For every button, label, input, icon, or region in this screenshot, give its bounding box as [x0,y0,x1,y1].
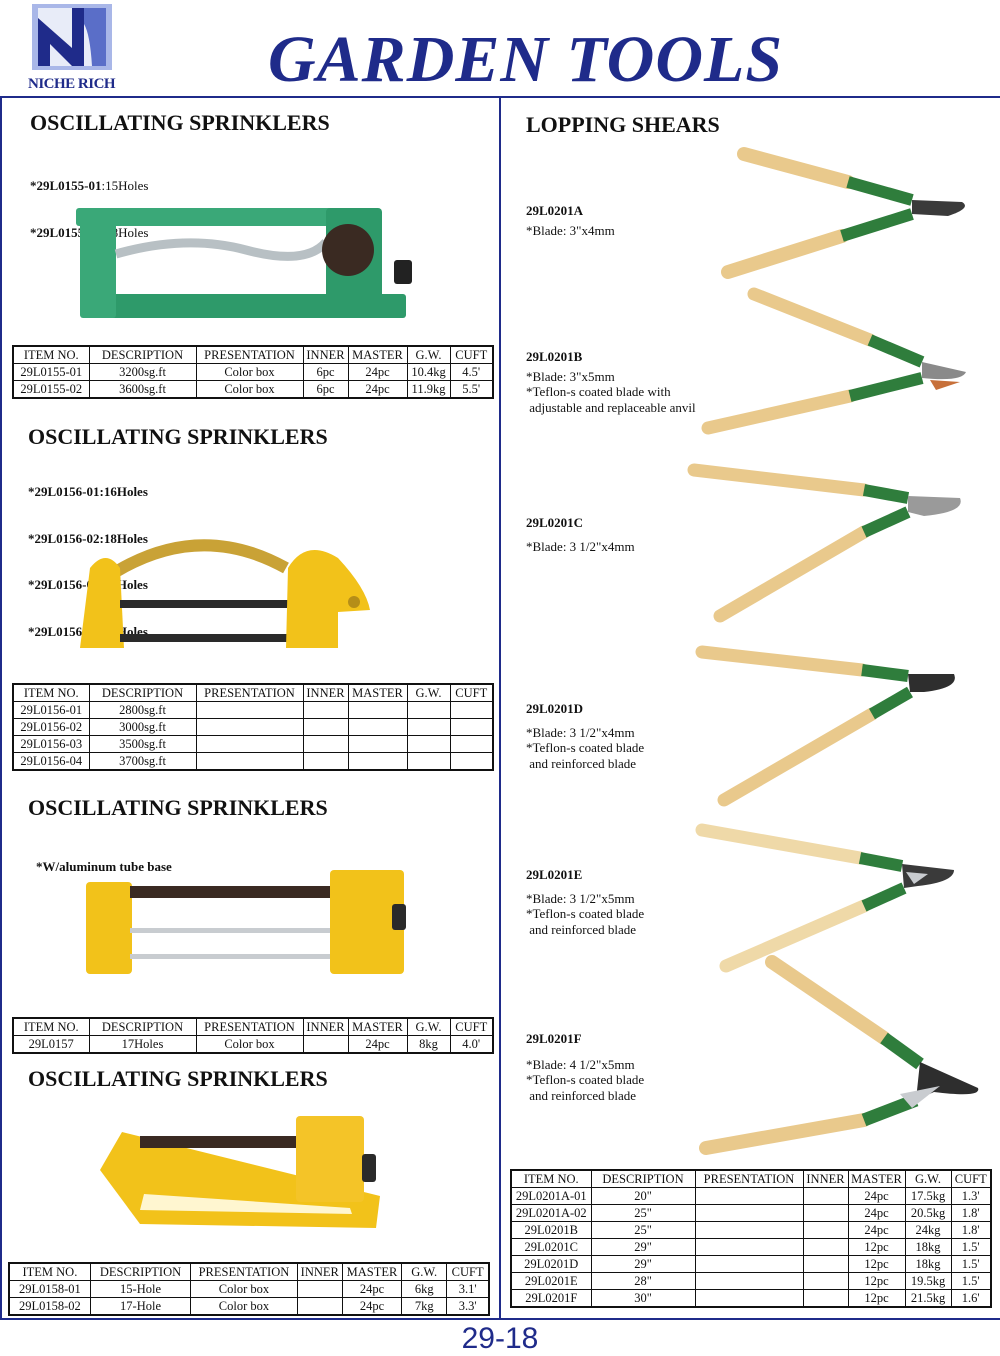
lopping-shear-image-b [701,287,966,435]
frame-bottom-border [0,1318,1000,1320]
yellow-arc-sprinkler-image [80,539,370,648]
section-title-1: OSCILLATING SPRINKLERS [30,110,330,135]
column-divider [499,98,501,1318]
page-title: GARDEN TOOLS [268,23,784,96]
green-sprinkler-image [76,208,412,318]
note-line: *W/aluminum tube base [36,859,172,874]
lopping-shear-image-e [695,823,954,973]
shear-label-b: 29L0201B*Blade: 3"x5mm *Teflon-s coated … [526,349,696,415]
section-notes-3: *W/aluminum tube base [36,828,172,890]
note-line: *29L0155-01:15Holes [30,178,149,193]
shear-label-a: 29L0201A*Blade: 3"x4mm [526,203,615,238]
frame-left-border [0,96,2,1318]
note-line: *29L0156-02:18Holes [28,530,148,546]
section-title-3: OSCILLATING SPRINKLERS [28,795,328,820]
shear-label-e: 29L0201E*Blade: 3 1/2"x5mm *Teflon-s coa… [526,867,645,937]
shear-label-f: 29L0201F*Blade: 4 1/2"x5mm *Teflon-s coa… [526,1031,645,1103]
aluminum-base-sprinkler-image [86,870,406,974]
lopping-shear-image-d [695,645,955,807]
yellow-frame-sprinkler-image [100,1116,380,1228]
shear-label-d: 29L0201D*Blade: 3 1/2"x4mm *Teflon-s coa… [526,701,645,771]
brand-name: NICHE RICH [28,76,116,92]
header-rule [0,96,1000,98]
section-title-4: OSCILLATING SPRINKLERS [28,1066,328,1091]
note-line: *29L0156-01:16Holes [28,484,148,499]
shears-title: LOPPING SHEARS [526,112,720,137]
lopping-shear-image-a [721,147,965,279]
lopping-shear-image-c [687,463,961,623]
shear-label-c: 29L0201C*Blade: 3 1/2"x4mm [526,515,635,554]
section-title-2: OSCILLATING SPRINKLERS [28,424,328,449]
lopping-shear-image-f [699,955,979,1155]
niche-rich-logo [32,4,112,70]
page-number: 29-18 [461,1322,539,1355]
